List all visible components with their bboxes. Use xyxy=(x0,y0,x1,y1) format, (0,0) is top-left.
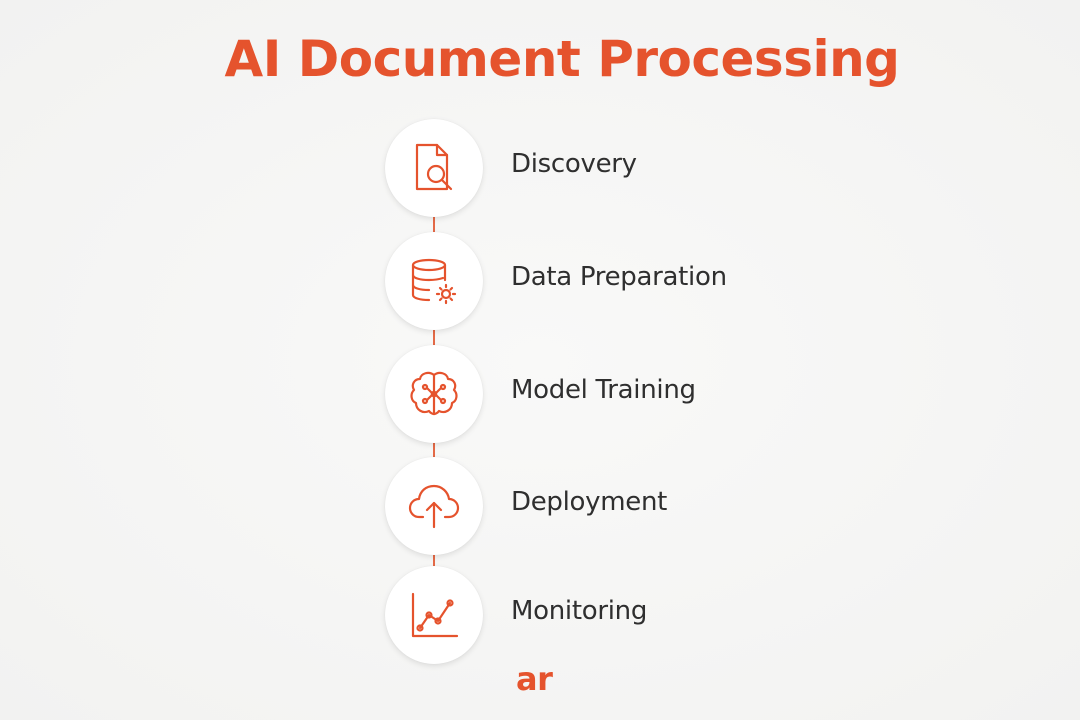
step-icon-circle xyxy=(385,457,483,555)
step-deployment: Deployment xyxy=(385,457,785,555)
step-model-training: Model Training xyxy=(385,345,785,443)
step-monitoring: Monitoring xyxy=(385,566,785,664)
step-label: Monitoring xyxy=(511,596,648,626)
brain-network-icon xyxy=(410,371,458,416)
step-label: Data Preparation xyxy=(511,262,727,292)
step-icon-circle xyxy=(385,119,483,217)
step-label: Model Training xyxy=(511,375,696,405)
page-title: AI Document Processing xyxy=(224,30,900,88)
step-data-preparation: Data Preparation xyxy=(385,232,785,330)
brand-logo: ar xyxy=(516,660,553,698)
step-icon-circle xyxy=(385,566,483,664)
step-label: Deployment xyxy=(511,487,668,517)
step-discovery: Discovery xyxy=(385,119,785,217)
line-chart-icon xyxy=(411,592,459,638)
document-search-icon xyxy=(415,143,453,191)
step-icon-circle xyxy=(385,345,483,443)
database-gear-icon xyxy=(411,258,457,305)
cloud-upload-icon xyxy=(408,484,460,529)
step-label: Discovery xyxy=(511,149,637,179)
step-icon-circle xyxy=(385,232,483,330)
